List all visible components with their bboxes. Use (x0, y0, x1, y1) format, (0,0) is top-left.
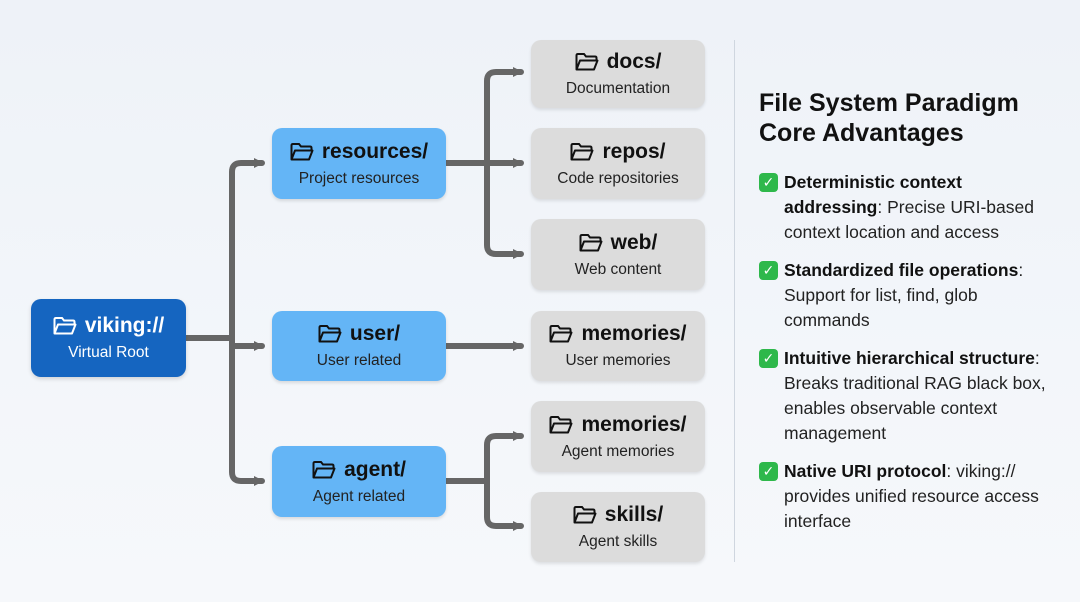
folder-open-icon (575, 53, 599, 71)
check-mark-icon: ✓ (759, 173, 778, 192)
leaf-node-skills[interactable]: skills/ Agent skills (531, 492, 705, 562)
advantage-text: Native URI protocol: viking:// provides … (784, 459, 1064, 534)
connector-resources-docs (443, 67, 524, 166)
leaf-node-web[interactable]: web/ Web content (531, 219, 705, 290)
leaf-node-repos[interactable]: repos/ Code repositories (531, 128, 705, 199)
root-node[interactable]: viking:// Virtual Root (31, 299, 186, 377)
folder-open-icon (579, 233, 603, 252)
branch-node-desc: Agent related (312, 487, 406, 505)
advantage-text: Deterministic context addressing: Precis… (784, 170, 1064, 245)
advantage-text: Standardized file operations: Support fo… (784, 258, 1064, 333)
advantage-detail: : Support for list, find, glob commands (784, 260, 1024, 330)
panel-divider (734, 40, 735, 562)
folder-open-icon (318, 325, 342, 343)
leaf-node-name: memories/ (581, 412, 687, 436)
leaf-node-desc: Agent skills (578, 533, 658, 551)
leaf-node-desc: User memories (565, 352, 671, 370)
leaf-node-name: repos/ (602, 139, 666, 163)
branch-node-name: user/ (349, 322, 401, 346)
folder-open-icon (53, 317, 77, 335)
advantage-item: ✓ Native URI protocol: viking:// provide… (759, 459, 1064, 534)
leaf-node-docs[interactable]: docs/ Documentation (531, 40, 705, 108)
advantage-detail: : Precise URI-based context location and… (784, 197, 1034, 242)
advantage-detail: : viking:// provides unified resource ac… (784, 461, 1039, 531)
branch-node-resources[interactable]: resources/ Project resources (272, 128, 446, 199)
folder-open-icon (573, 506, 597, 524)
leaf-node-name: skills/ (604, 503, 664, 527)
advantage-heading: Deterministic context addressing (784, 172, 962, 217)
leaf-node-desc: Documentation (565, 80, 671, 98)
advantage-heading: Native URI protocol (784, 461, 947, 481)
check-mark-icon: ✓ (759, 261, 778, 280)
check-mark-icon: ✓ (759, 349, 778, 368)
root-node-name: viking:// (84, 314, 165, 338)
advantage-detail: : Breaks traditional RAG black box, enab… (784, 348, 1046, 443)
branch-node-user[interactable]: user/ User related (272, 311, 446, 381)
check-mark-icon: ✓ (759, 462, 778, 481)
leaf-node-agent-memories[interactable]: memories/ Agent memories (531, 401, 705, 472)
connector-resources-web (484, 160, 524, 259)
folder-open-icon (570, 142, 594, 161)
leaf-node-desc: Web content (574, 260, 662, 278)
leaf-node-name: docs/ (606, 50, 662, 74)
leaf-node-user-memories[interactable]: memories/ User memories (531, 311, 705, 381)
leaf-node-desc: Code repositories (557, 169, 679, 187)
connector-root-resources (183, 158, 265, 341)
folder-open-icon (549, 415, 573, 434)
leaf-node-name: web/ (610, 230, 658, 254)
advantage-heading: Standardized file operations (784, 260, 1019, 280)
connector-agent-skills (484, 478, 524, 531)
branch-node-desc: Project resources (298, 169, 420, 187)
branch-node-name: resources/ (321, 139, 429, 163)
root-node-desc: Virtual Root (68, 344, 149, 362)
branch-node-name: agent/ (344, 457, 406, 481)
panel-title-line-1: File System Paradigm (759, 89, 1019, 117)
leaf-node-name: memories/ (581, 322, 687, 346)
folder-open-icon (312, 460, 336, 479)
folder-open-icon (549, 325, 573, 343)
panel-title-line-2: Core Advantages (759, 119, 964, 147)
advantage-item: ✓ Deterministic context addressing: Prec… (759, 170, 1064, 245)
advantage-text: Intuitive hierarchical structure: Breaks… (784, 346, 1064, 446)
advantage-heading: Intuitive hierarchical structure (784, 348, 1035, 368)
leaf-node-desc: Agent memories (561, 442, 675, 460)
connector-agent-memories (443, 431, 524, 484)
advantages-panel: File System Paradigm Core Advantages ✓ D… (759, 88, 1064, 547)
folder-open-icon (290, 142, 314, 161)
branch-node-desc: User related (316, 352, 402, 370)
panel-title: File System Paradigm Core Advantages (759, 88, 1064, 148)
advantage-item: ✓ Intuitive hierarchical structure: Brea… (759, 346, 1064, 446)
advantage-item: ✓ Standardized file operations: Support … (759, 258, 1064, 333)
connector-root-agent (229, 335, 265, 486)
branch-node-agent[interactable]: agent/ Agent related (272, 446, 446, 517)
